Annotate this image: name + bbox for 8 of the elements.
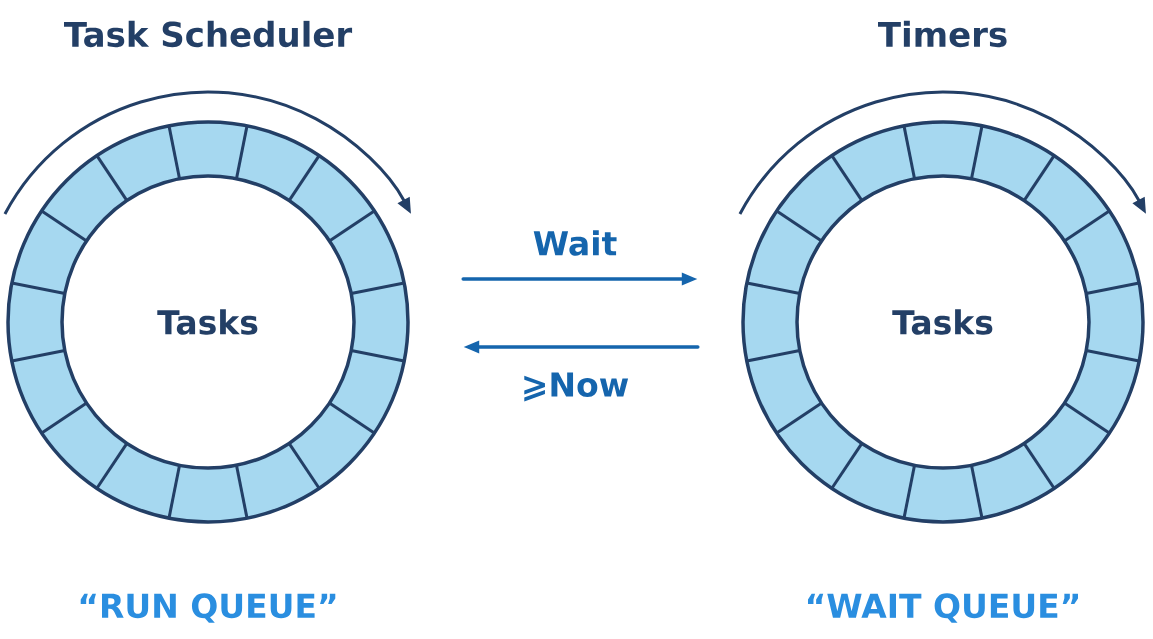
queue-caption: “WAIT QUEUE” [808, 593, 1078, 623]
ring-label: Tasks [892, 309, 993, 335]
edge-label: Wait [533, 230, 617, 256]
edge-label: ⩾Now [524, 372, 629, 402]
queue-caption: “RUN QUEUE” [80, 593, 336, 623]
ring-title: Task Scheduler [64, 20, 353, 48]
ring-label: Tasks [157, 309, 258, 335]
ring-title: Timers [878, 20, 1007, 48]
